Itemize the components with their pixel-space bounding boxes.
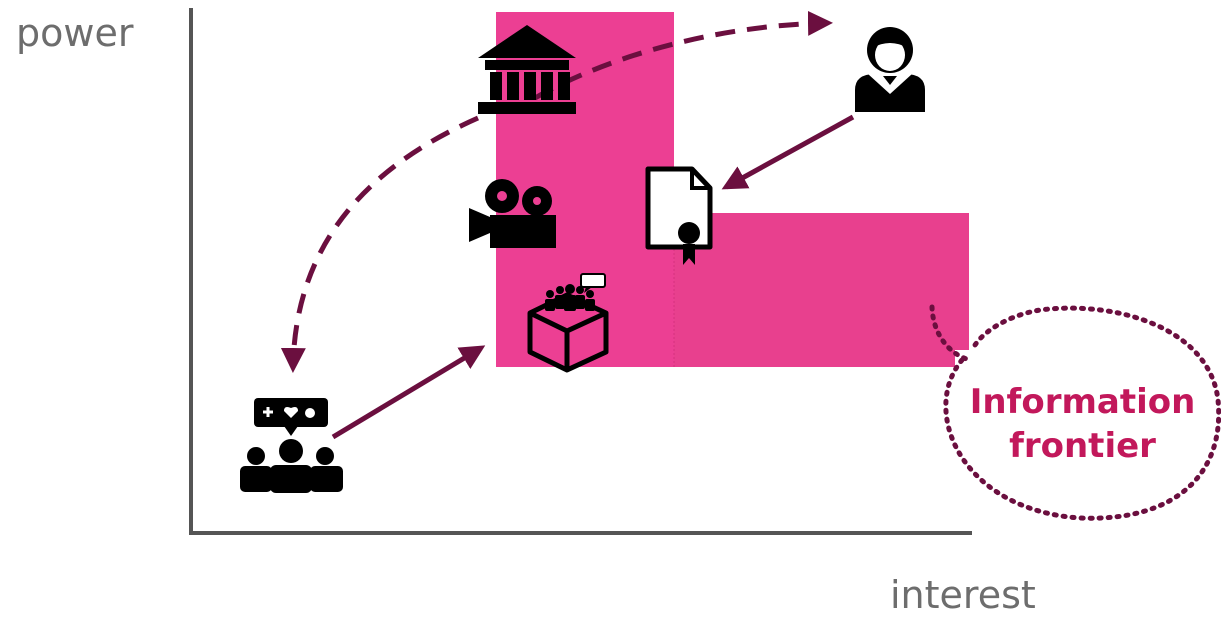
film-camera-icon — [469, 179, 556, 248]
callout-text: Information frontier — [960, 380, 1205, 468]
x-axis-label: interest — [890, 573, 1036, 617]
y-axis-label: power — [16, 11, 134, 55]
axes — [189, 8, 972, 535]
callout-line-1: Information — [969, 382, 1196, 422]
information-frontier-callout — [929, 304, 1221, 521]
community-box-icon — [527, 273, 609, 373]
public-group-icon — [240, 398, 343, 493]
bank-icon — [478, 25, 576, 114]
expert-person-icon — [855, 27, 925, 112]
arrow-expert-to-document — [721, 114, 855, 190]
callout-line-2: frontier — [1009, 426, 1156, 466]
certificate-document-icon — [645, 166, 713, 265]
arrow-public-to-community — [331, 345, 486, 440]
dashed-arrow-bank-to-public — [280, 115, 480, 373]
